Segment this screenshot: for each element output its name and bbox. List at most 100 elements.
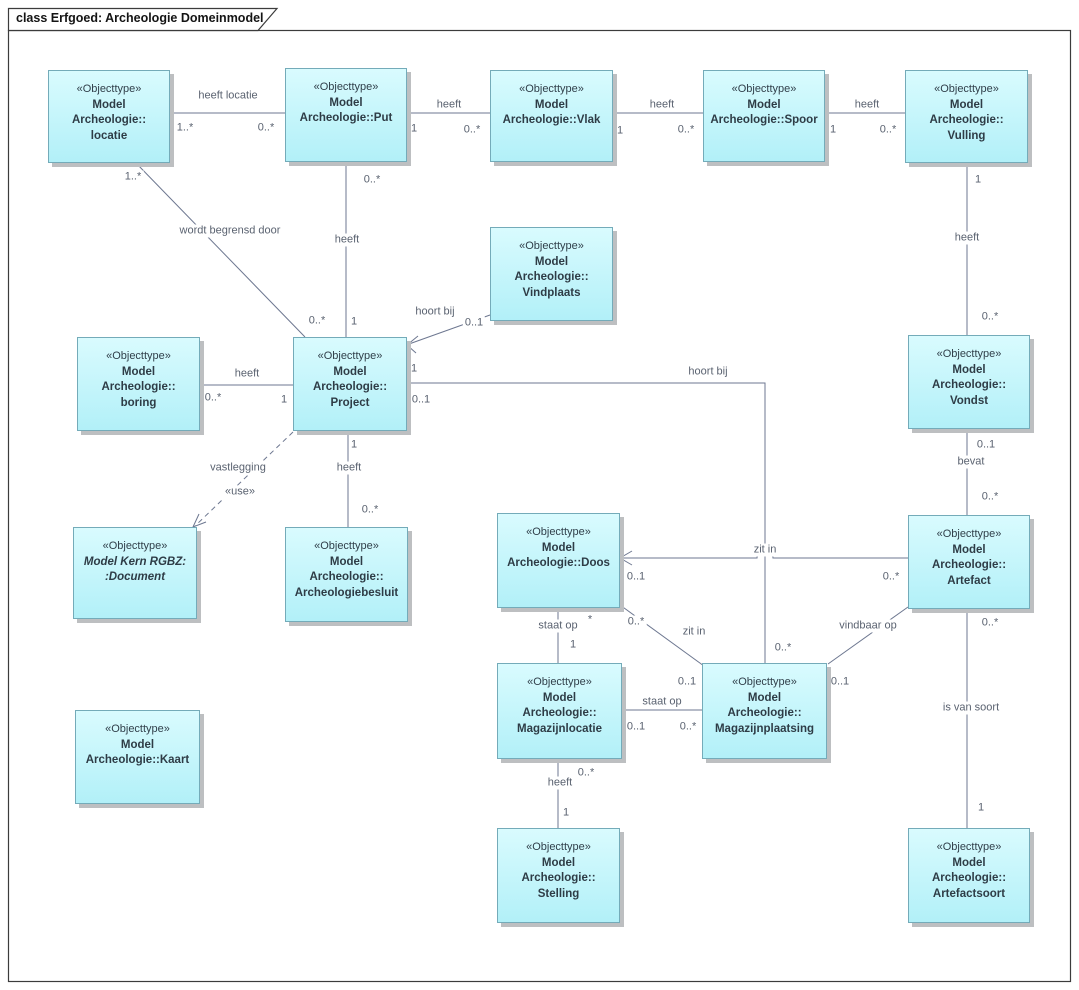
diagram-title-tab — [7, 7, 279, 32]
edge-label: heeft — [334, 461, 364, 475]
multiplicity: 1 — [560, 806, 572, 820]
stereotype-label: «Objecttype» — [102, 540, 168, 552]
stereotype-label: «Objecttype» — [731, 83, 797, 95]
class-box-locatie[interactable]: «Objecttype» Model Archeologie:: locatie — [48, 70, 170, 163]
edge-label: zit in — [680, 625, 708, 639]
edge-label: heeft — [952, 231, 982, 245]
multiplicity: 1 — [278, 393, 290, 407]
edge-label: heeft — [232, 367, 262, 381]
arrowhead-to-document — [192, 513, 207, 528]
class-name: Model Archeologie:: Vulling — [929, 98, 1004, 142]
edge-doos-magazijnplaatsing[interactable] — [619, 604, 705, 667]
multiplicity: 0..* — [979, 310, 1001, 324]
edge-project-document-use[interactable] — [194, 431, 294, 527]
class-name: Model Archeologie:: Vondst — [931, 363, 1007, 407]
multiplicity: 1 — [408, 362, 420, 376]
class-name: Model Archeologie:: Artefactsoort — [931, 856, 1007, 900]
class-name: Model Archeologie:: boring — [101, 365, 176, 409]
class-box-document[interactable]: «Objecttype» Model Kern RGBZ: :Document — [73, 527, 197, 619]
edge-label: heeft — [434, 98, 464, 112]
multiplicity: 0..* — [575, 766, 597, 780]
multiplicity: 0..* — [625, 615, 647, 629]
edge-label: hoort bij — [686, 365, 730, 379]
class-name: Model Archeologie:: Archeologiebesluit — [294, 555, 399, 599]
multiplicity: 1..* — [174, 121, 196, 135]
class-box-magazijnlocatie[interactable]: «Objecttype» Model Archeologie:: Magazij… — [497, 663, 622, 759]
edge-label: heeft — [852, 98, 882, 112]
multiplicity: 0..* — [979, 490, 1001, 504]
arrowhead-to-doos — [619, 550, 633, 566]
class-name: Model Archeologie:: Artefact — [931, 543, 1007, 587]
multiplicity: 0..* — [880, 570, 902, 584]
class-box-kaart[interactable]: «Objecttype» Model Archeologie::Kaart — [75, 710, 200, 804]
stereotype-label: «Objecttype» — [526, 841, 591, 853]
class-name: Model Archeologie::Vlak — [502, 98, 601, 127]
stereotype-label: «Objecttype» — [936, 841, 1002, 853]
edge-label: staat op — [640, 695, 684, 709]
multiplicity: 1 — [827, 123, 839, 137]
class-box-boring[interactable]: «Objecttype» Model Archeologie:: boring — [77, 337, 200, 431]
stereotype-label: «Objecttype» — [317, 350, 383, 362]
class-box-stelling[interactable]: «Objecttype» Model Archeologie:: Stellin… — [497, 828, 620, 923]
multiplicity: 1 — [567, 638, 579, 652]
stereotype-label: «Objecttype» — [76, 83, 142, 95]
class-name: Model Archeologie::Spoor — [710, 98, 818, 127]
stereotype-label: «Objecttype» — [106, 350, 171, 362]
class-name: Model Kern RGBZ: :Document — [83, 555, 187, 584]
edge-label: heeft — [545, 776, 575, 790]
edge-label: vindbaar op — [837, 619, 899, 633]
multiplicity: 0..* — [255, 121, 277, 135]
multiplicity: 0..* — [675, 123, 697, 137]
class-box-archeologiebesluit[interactable]: «Objecttype» Model Archeologie:: Archeol… — [285, 527, 408, 622]
multiplicity: 0..1 — [675, 675, 699, 689]
class-box-vondst[interactable]: «Objecttype» Model Archeologie:: Vondst — [908, 335, 1030, 429]
edge-locatie-project[interactable] — [135, 162, 306, 338]
class-box-artefactsoort[interactable]: «Objecttype» Model Archeologie:: Artefac… — [908, 828, 1030, 923]
multiplicity: 0..1 — [624, 720, 648, 734]
edge-label: zit in — [751, 543, 779, 557]
class-box-magazijnplaatsing[interactable]: «Objecttype» Model Archeologie:: Magazij… — [702, 663, 827, 759]
edge-label: heeft locatie — [196, 89, 260, 103]
class-box-vindplaats[interactable]: «Objecttype» Model Archeologie:: Vindpla… — [490, 227, 613, 321]
class-name: Model Archeologie:: locatie — [71, 98, 147, 142]
class-name: Model Archeologie::Kaart — [85, 738, 190, 767]
diagram-frame — [7, 29, 1072, 983]
stereotype-label: «Objecttype» — [313, 81, 379, 93]
stereotype-label: «Objecttype» — [732, 676, 797, 688]
class-box-artefact[interactable]: «Objecttype» Model Archeologie:: Artefac… — [908, 515, 1030, 609]
class-box-vulling[interactable]: «Objecttype» Model Archeologie:: Vulling — [905, 70, 1028, 163]
arrowhead-to-project — [406, 335, 419, 354]
stereotype-label: «Objecttype» — [519, 83, 584, 95]
edge-project-magazijnplaatsing[interactable] — [407, 382, 766, 663]
edge-artefact-magazijnplaatsing[interactable] — [827, 606, 909, 665]
edge-label: heeft — [647, 98, 677, 112]
multiplicity: 0..1 — [409, 393, 433, 407]
class-box-vlak[interactable]: «Objecttype» Model Archeologie::Vlak — [490, 70, 613, 162]
class-name: Model Archeologie:: Magazijnlocatie — [517, 691, 602, 735]
multiplicity: 0..* — [772, 641, 794, 655]
class-box-project[interactable]: «Objecttype» Model Archeologie:: Project — [293, 337, 407, 431]
stereotype-label: «Objecttype» — [105, 723, 170, 735]
class-box-doos[interactable]: «Objecttype» Model Archeologie::Doos — [497, 513, 620, 608]
edge-label: bevat — [955, 455, 987, 469]
multiplicity: 0..1 — [974, 438, 998, 452]
multiplicity: 1..* — [122, 170, 144, 184]
diagram-title: class Erfgoed: Archeologie Domeinmodel — [16, 11, 264, 25]
multiplicity: 1 — [348, 438, 360, 452]
class-box-spoor[interactable]: «Objecttype» Model Archeologie::Spoor — [703, 70, 825, 162]
multiplicity: 0..1 — [462, 316, 486, 330]
class-name: Model Archeologie:: Stelling — [521, 856, 596, 900]
multiplicity: 1 — [348, 315, 360, 329]
stereotype-label: «Objecttype» — [527, 676, 592, 688]
multiplicity: 0..* — [202, 391, 224, 405]
multiplicity: 0..1 — [828, 675, 852, 689]
class-name: Model Archeologie::Put — [299, 96, 393, 125]
multiplicity: 1 — [614, 124, 626, 138]
edge-label: vastlegging — [208, 461, 268, 475]
stereotype-label: «Objecttype» — [519, 240, 584, 252]
multiplicity: * — [585, 613, 595, 627]
class-name: Model Archeologie:: Magazijnplaatsing — [714, 691, 815, 735]
multiplicity: 0..1 — [624, 570, 648, 584]
stereotype-label: «Objecttype» — [314, 540, 379, 552]
class-box-put[interactable]: «Objecttype» Model Archeologie::Put — [285, 68, 407, 162]
